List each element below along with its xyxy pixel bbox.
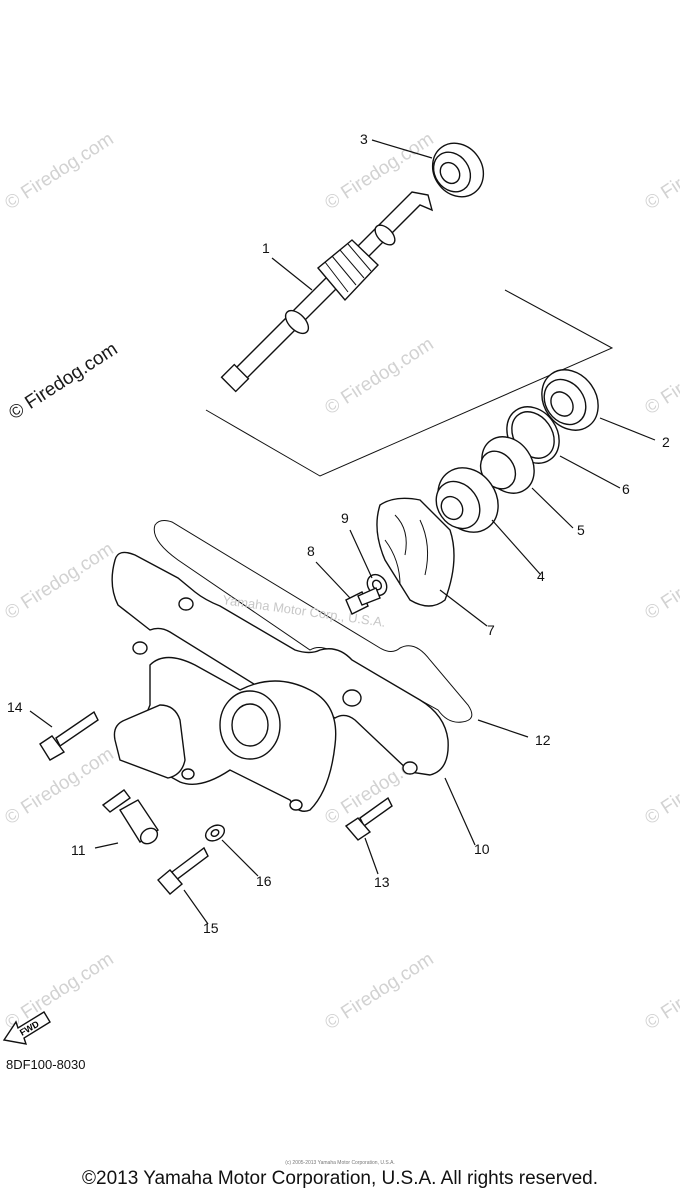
pump-housing xyxy=(113,656,337,812)
callout-16: 16 xyxy=(256,873,272,889)
impeller-bolt xyxy=(345,587,381,615)
hose-fitting xyxy=(101,789,159,845)
watermark: © Firedog.com xyxy=(321,334,437,420)
watermark: © Firedog.com xyxy=(1,539,117,625)
callout-9: 9 xyxy=(341,510,349,526)
callout-14: 14 xyxy=(7,699,23,715)
callout-13: 13 xyxy=(374,874,390,890)
watermark: © Firedog.com xyxy=(1,744,117,830)
callout-3: 3 xyxy=(360,131,368,147)
watermark: © Firedog.com xyxy=(641,129,680,215)
callout-6: 6 xyxy=(622,481,630,497)
diagram-code: 8DF100-8030 xyxy=(6,1057,86,1072)
bolt-13 xyxy=(344,796,393,841)
impeller-shaft xyxy=(220,191,434,393)
assembly-bracket xyxy=(205,289,614,477)
watermark: © Firedog.com xyxy=(641,334,680,420)
callout-2: 2 xyxy=(662,434,670,450)
callout-8: 8 xyxy=(307,543,315,559)
callout-11: 11 xyxy=(71,842,86,858)
bolt-15 xyxy=(157,846,209,895)
watermark: © Firedog.com xyxy=(321,949,437,1035)
tiny-copyright: (c) 2005-2013 Yamaha Motor Corporation, … xyxy=(285,1160,395,1166)
callout-1: 1 xyxy=(262,240,270,256)
callouts: 3 1 2 6 5 4 7 8 9 12 10 11 14 15 16 13 xyxy=(7,131,670,936)
mechanical-seal xyxy=(435,467,499,533)
impeller xyxy=(376,497,455,607)
leader-lines xyxy=(29,139,656,925)
bolt-14 xyxy=(39,710,99,761)
pump-cover xyxy=(111,551,449,776)
watermark: © Firedog.com xyxy=(641,744,680,830)
callout-12: 12 xyxy=(535,732,551,748)
watermark: © Firedog.com xyxy=(641,949,680,1035)
watermark: © Firedog.com xyxy=(1,129,117,215)
copyright-notice: ©2013 Yamaha Motor Corporation, U.S.A. A… xyxy=(82,1168,598,1189)
callout-7: 7 xyxy=(487,622,495,638)
watermark: © Firedog.com xyxy=(641,539,680,625)
bearing-right xyxy=(541,369,599,431)
seal-ring xyxy=(479,436,535,494)
washer-16 xyxy=(204,824,226,842)
housing-gasket xyxy=(153,520,473,723)
callout-15: 15 xyxy=(203,920,219,936)
bearing-top xyxy=(431,142,485,198)
watermark: © Firedog.com xyxy=(1,949,117,1035)
callout-5: 5 xyxy=(577,522,585,538)
watermark-dark: © Firedog.com xyxy=(5,339,121,425)
callout-10: 10 xyxy=(474,841,490,857)
callout-4: 4 xyxy=(537,568,545,584)
